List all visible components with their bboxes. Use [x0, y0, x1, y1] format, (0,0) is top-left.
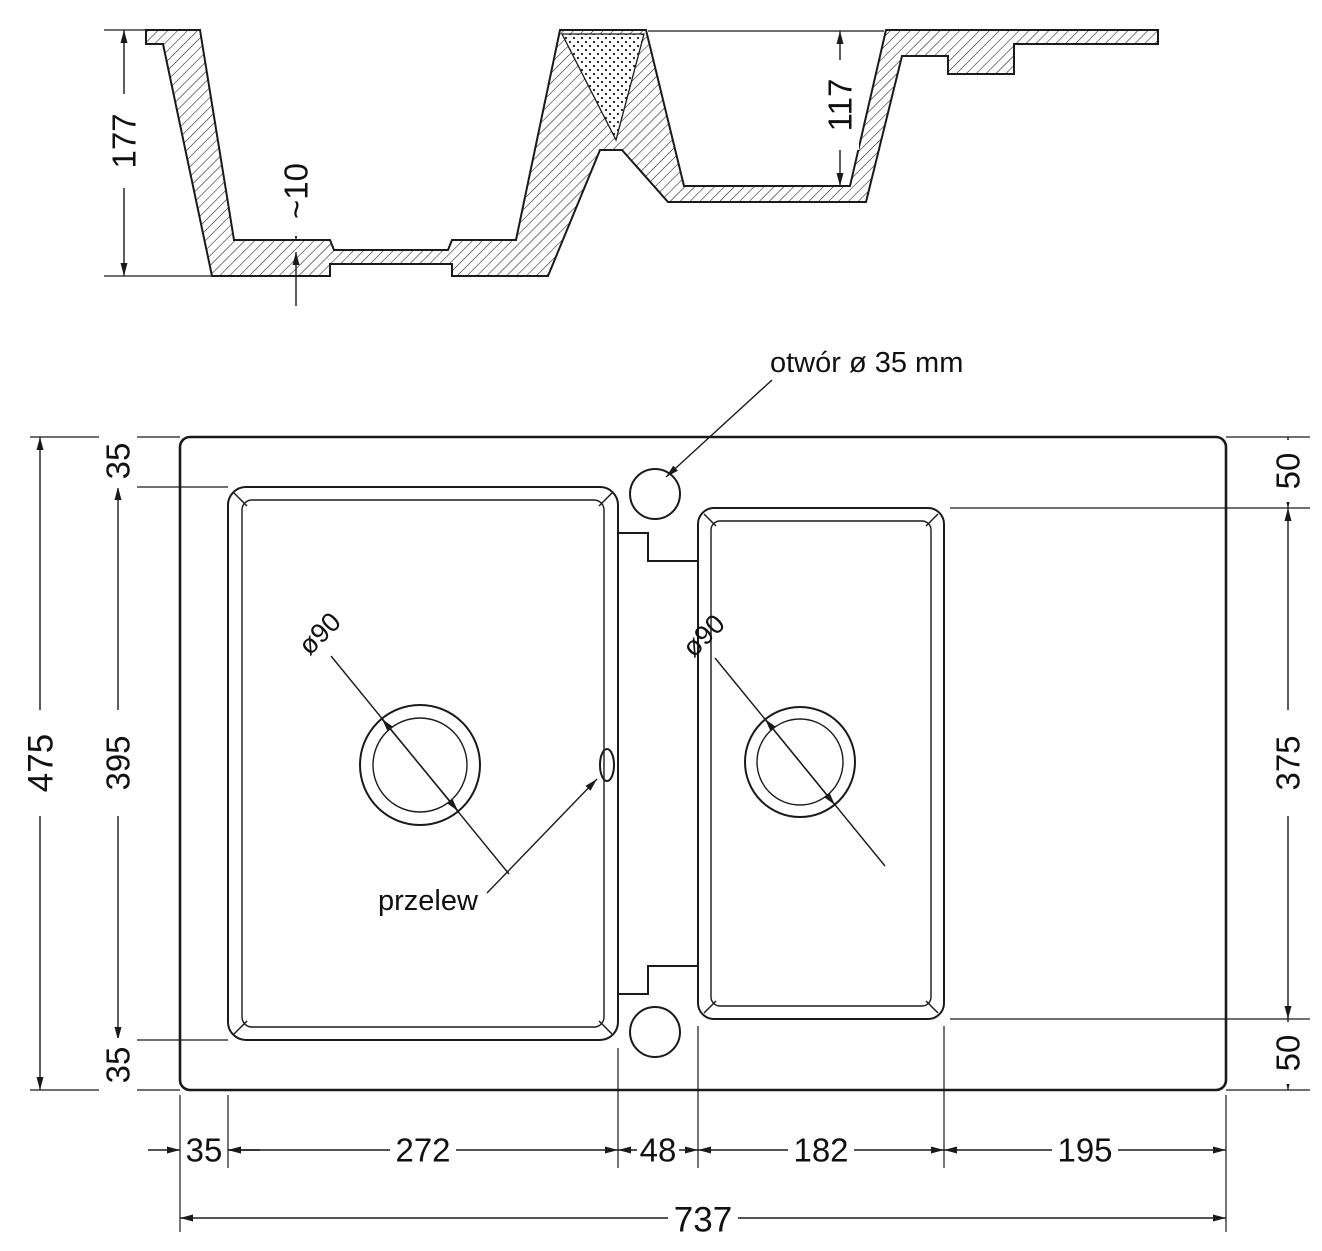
dims-right: 50 375 50 [950, 436, 1310, 1091]
dim-label-bowl2-width: 182 [793, 1132, 848, 1169]
dim-label-right-bowl: 375 [1270, 735, 1307, 790]
dims-left: 475 395 35 35 [21, 434, 228, 1092]
dim-label-right-top: 50 [1270, 453, 1307, 490]
plan-view: otwór ø 35 mm ø90 ø90 przelew [21, 347, 1310, 1239]
drain-left: ø90 [293, 607, 510, 875]
faucet-hole [629, 468, 681, 520]
overflow-slot [599, 748, 615, 782]
drain-left-label: ø90 [293, 607, 347, 661]
bowl-connector-top [618, 532, 698, 562]
faucet-hole-label: otwór ø 35 mm [770, 347, 963, 379]
dim-depth-total: 177 [104, 29, 214, 277]
dim-label-bowl1-width: 272 [395, 1132, 450, 1169]
dim-label-bowl2-depth: 117 [822, 79, 859, 132]
overflow-callout: przelew [378, 748, 615, 917]
faucet-hole-callout: otwór ø 35 mm [665, 347, 963, 478]
right-bowl [697, 507, 945, 1020]
left-bowl [227, 486, 619, 1041]
drain-right-label: ø90 [677, 609, 731, 663]
dim-label-left-top: 35 [100, 443, 137, 480]
sink-outline [178, 435, 1228, 1092]
section-profile [145, 29, 1159, 277]
section-divider-stipple [560, 33, 645, 142]
dim-label-left-total: 475 [21, 734, 60, 792]
cross-section-view: 177 ~10 117 [104, 29, 1159, 306]
dim-label-total-width: 737 [674, 1200, 732, 1239]
bowl-connector-bottom [618, 965, 698, 995]
dim-label-bottom-recess: ~10 [278, 163, 315, 219]
dim-label-bottom-margin: 35 [186, 1132, 223, 1169]
dims-bottom: 35 272 48 182 195 737 [148, 1026, 1227, 1239]
dim-label-gap: 48 [640, 1132, 677, 1169]
dim-label-depth-total: 177 [106, 113, 143, 168]
bottom-hole [629, 1006, 681, 1058]
dim-label-right-bottom: 50 [1270, 1035, 1307, 1072]
dim-label-drainer-width: 195 [1057, 1132, 1112, 1169]
overflow-label: przelew [378, 885, 479, 917]
drain-right: ø90 [677, 609, 886, 867]
dim-label-left-bottom: 35 [100, 1047, 137, 1084]
dim-label-left-bowl: 395 [100, 735, 137, 790]
dim-bottom-recess: ~10 [277, 146, 315, 306]
dim-bowl2-depth: 117 [821, 31, 859, 186]
